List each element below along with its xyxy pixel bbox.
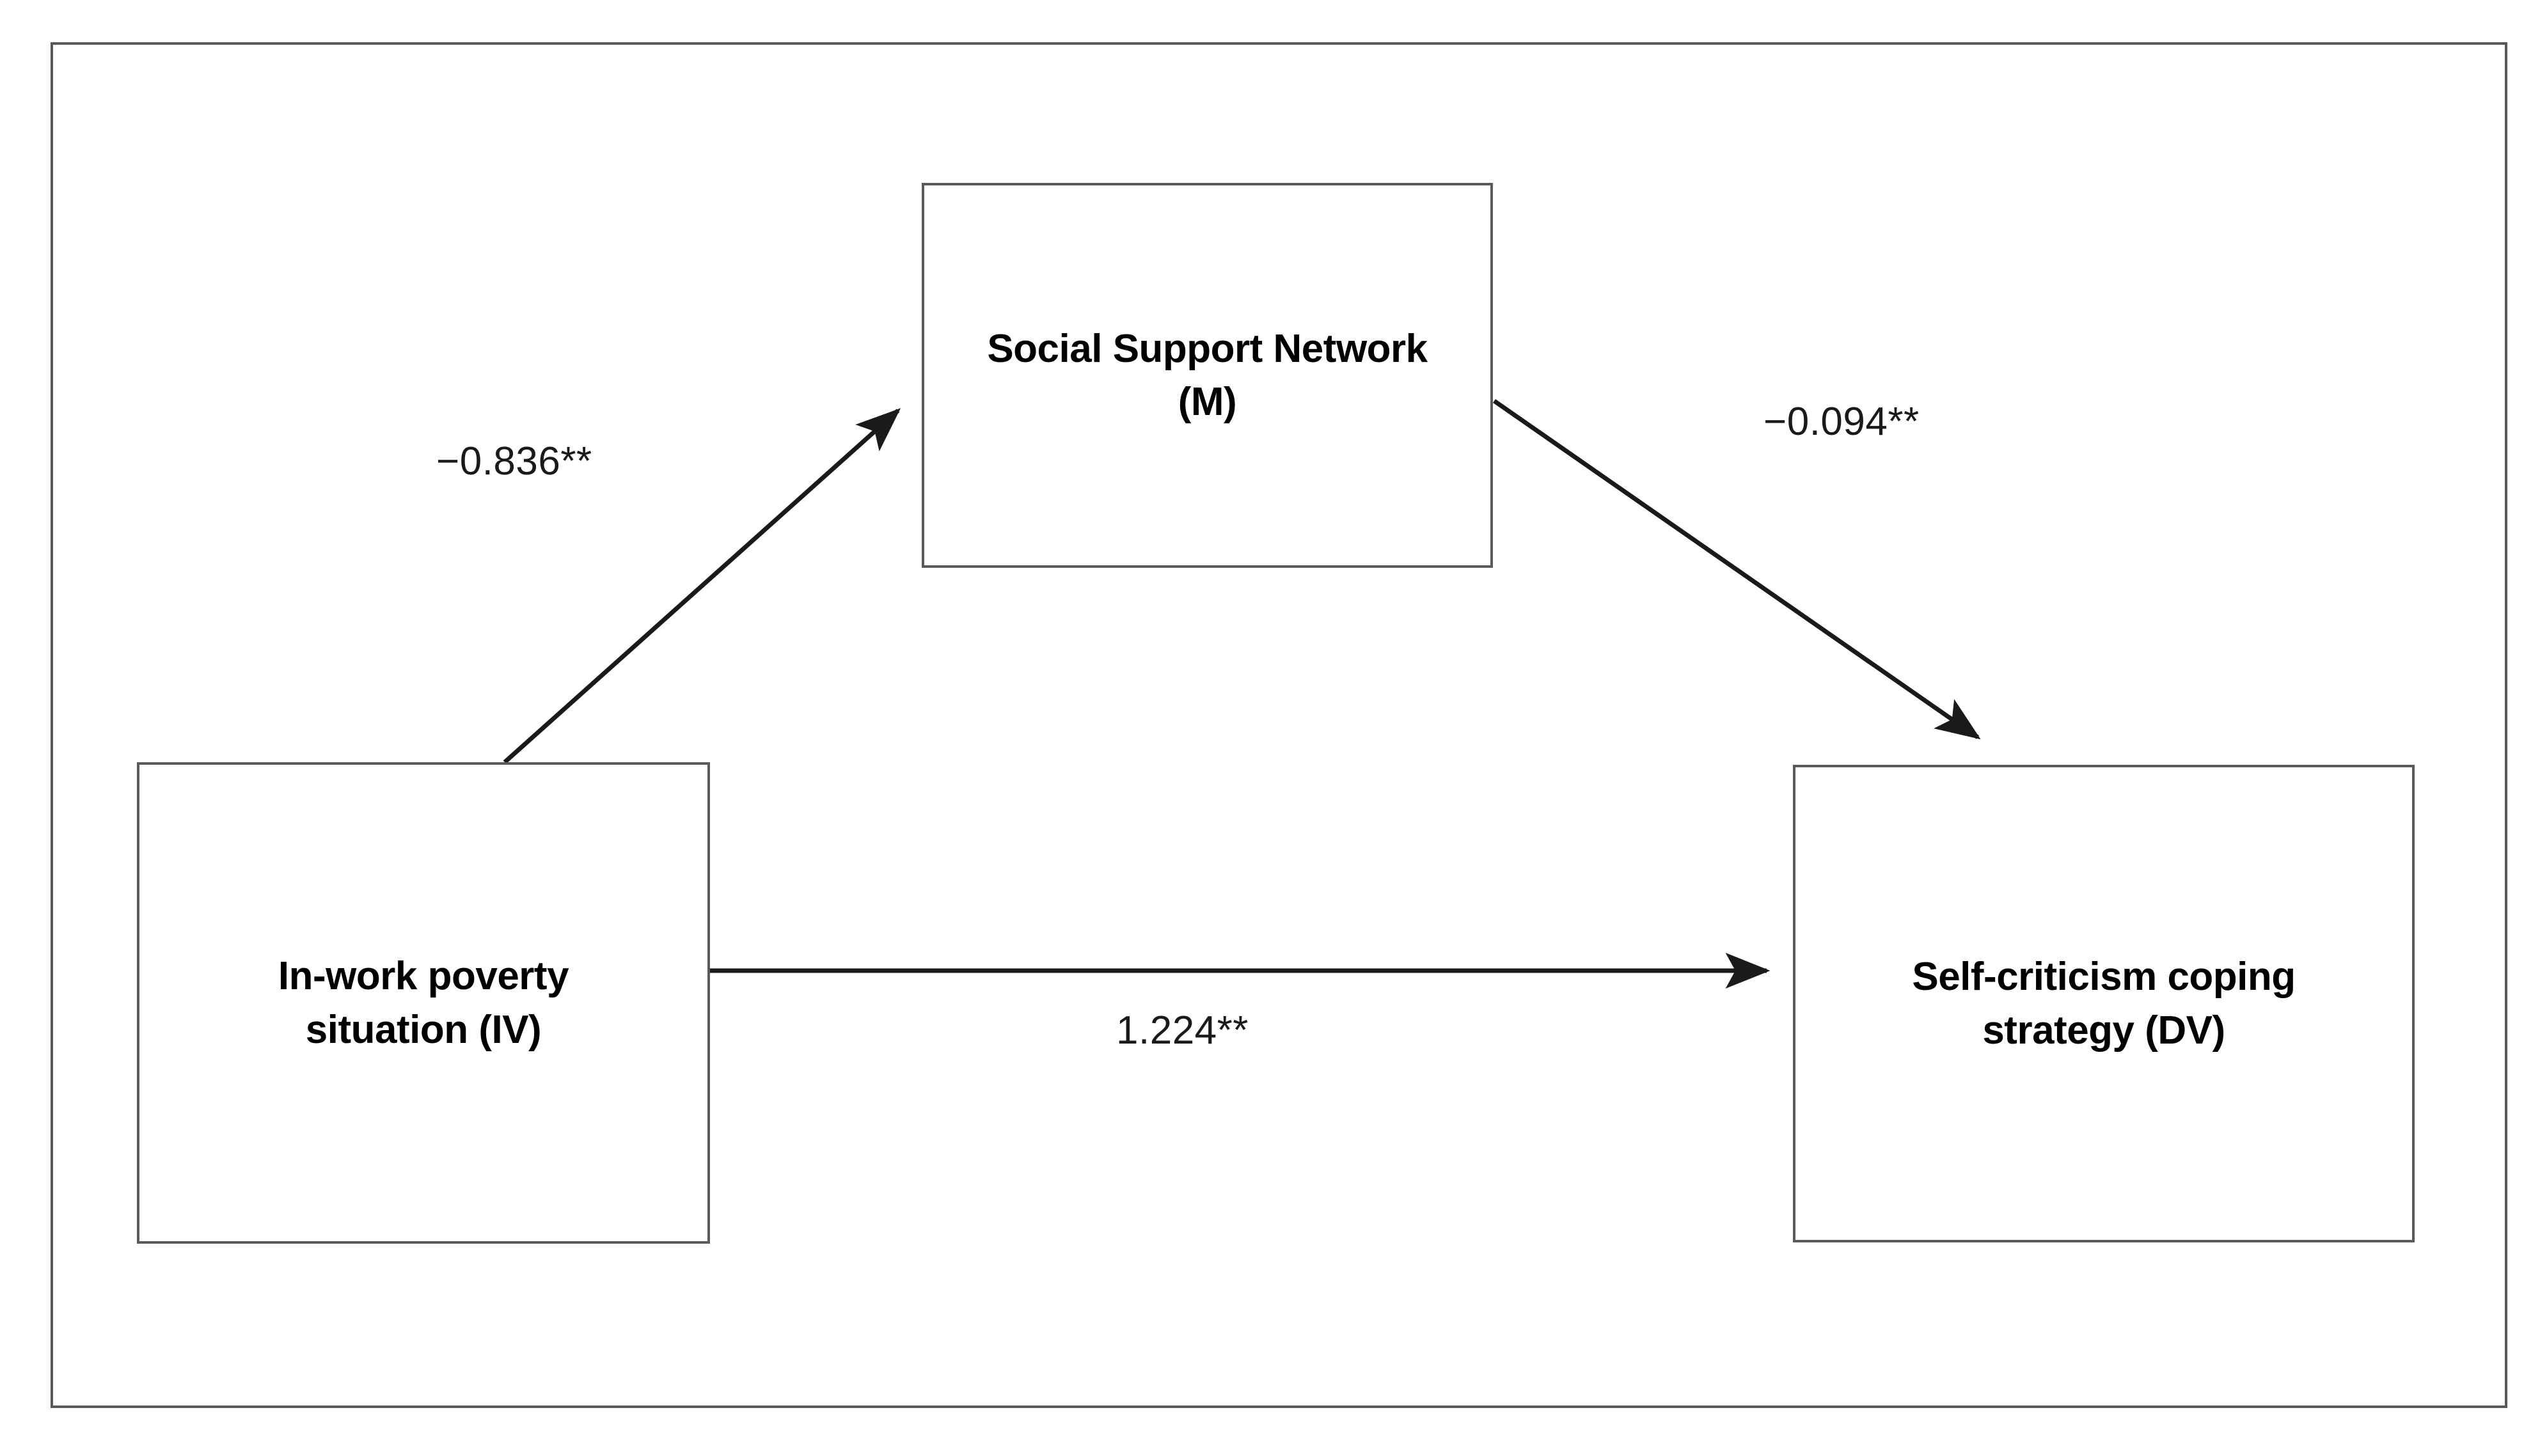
- node-independent-in-work-poverty[interactable]: In-work poverty situation (IV): [137, 762, 710, 1244]
- path-c-coefficient-label: 1.224**: [1116, 1008, 1249, 1053]
- node-dependent-label: Self-criticism coping strategy (DV): [1912, 955, 2296, 1053]
- path-b-coefficient-label: −0.094**: [1763, 400, 1920, 444]
- node-independent-label: In-work poverty situation (IV): [278, 954, 569, 1052]
- node-mediator-social-support-network[interactable]: Social Support Network (M): [922, 183, 1493, 568]
- node-dependent-self-criticism-coping[interactable]: Self-criticism coping strategy (DV): [1793, 765, 2415, 1242]
- node-mediator-label: Social Support Network (M): [987, 326, 1428, 424]
- path-a-coefficient-label: −0.836**: [436, 439, 592, 483]
